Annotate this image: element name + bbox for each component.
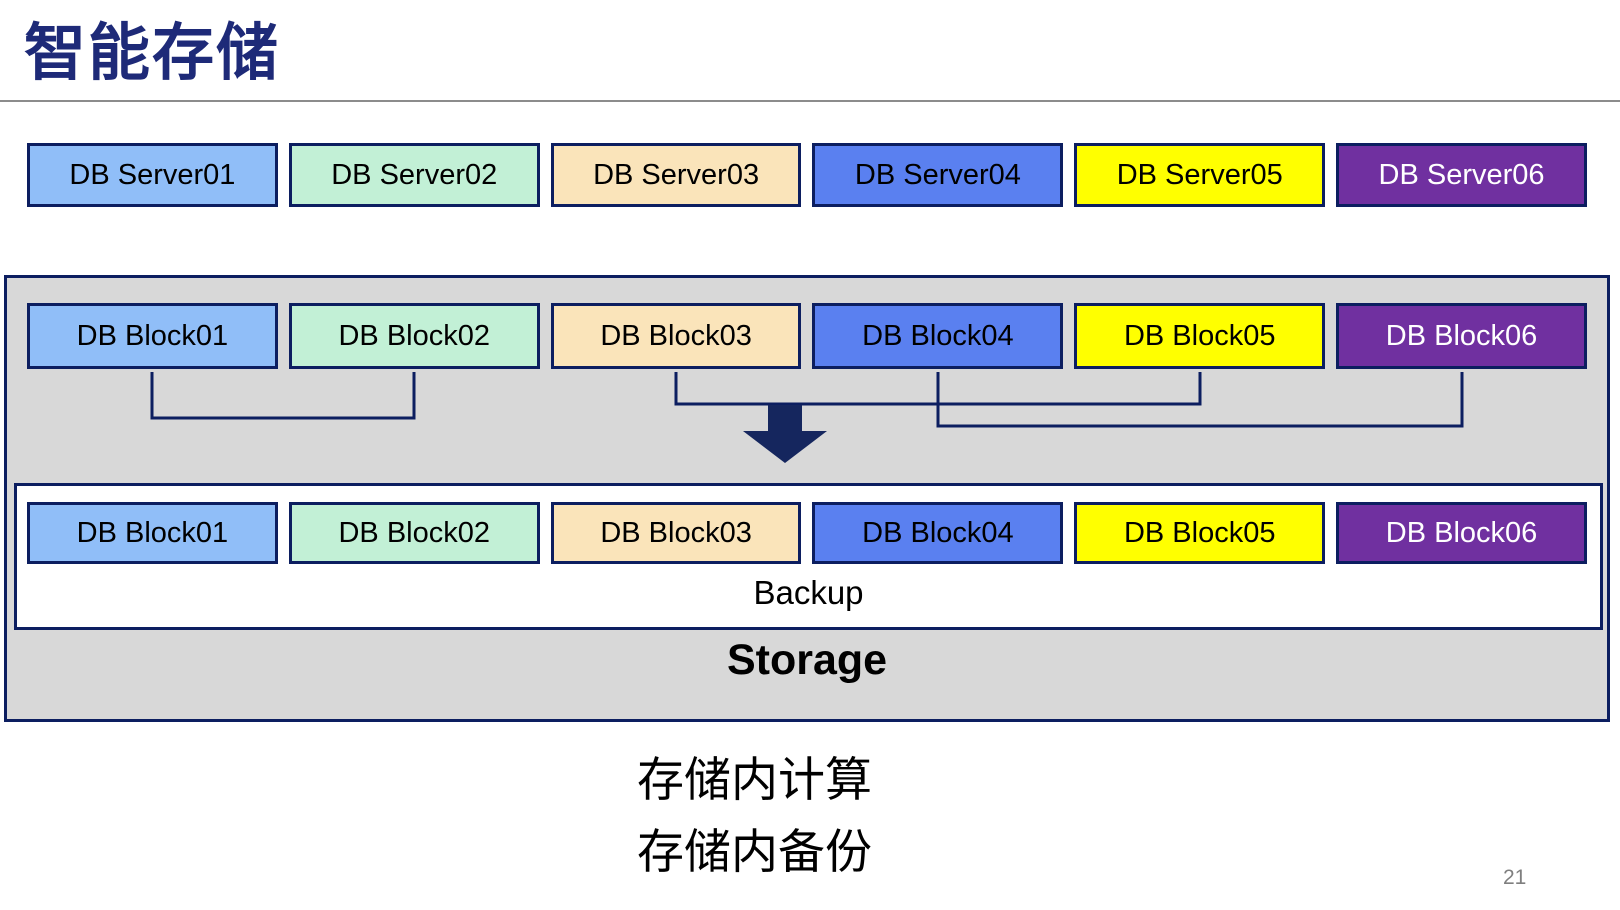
db-block-top-01: DB Block01 xyxy=(27,303,278,369)
footer-note-line-2: 存储内备份 xyxy=(637,825,872,878)
page-title: 智能存储 xyxy=(24,19,281,88)
db-block-bottom-06: DB Block06 xyxy=(1336,502,1587,564)
db-server-box-06: DB Server06 xyxy=(1336,143,1587,207)
db-block-bottom-02: DB Block02 xyxy=(288,502,540,564)
storage-label: Storage xyxy=(726,636,888,684)
db-server-box-01: DB Server01 xyxy=(27,143,278,207)
db-server-box-02: DB Server02 xyxy=(288,143,540,207)
down-arrow-icon xyxy=(743,405,827,463)
db-server-box-03: DB Server03 xyxy=(550,143,802,207)
page-number: 21 xyxy=(1503,866,1527,889)
block-connector-lines xyxy=(150,372,1464,428)
db-server-box-05: DB Server05 xyxy=(1074,143,1326,207)
db-block-top-04: DB Block04 xyxy=(812,303,1064,369)
db-block-row-bottom: DB Block01 DB Block02 DB Block03 DB Bloc… xyxy=(27,502,1587,564)
db-block-top-02: DB Block02 xyxy=(288,303,540,369)
db-block-bottom-04: DB Block04 xyxy=(812,502,1064,564)
title-divider xyxy=(0,100,1620,102)
storage-panel: DB Block01 DB Block02 DB Block03 DB Bloc… xyxy=(4,275,1610,722)
db-block-top-05: DB Block05 xyxy=(1074,303,1326,369)
db-server-box-04: DB Server04 xyxy=(812,143,1064,207)
backup-panel: DB Block01 DB Block02 DB Block03 DB Bloc… xyxy=(14,483,1603,630)
db-block-top-06: DB Block06 xyxy=(1336,303,1587,369)
footer-note-line-1: 存储内计算 xyxy=(637,753,872,806)
db-block-bottom-03: DB Block03 xyxy=(550,502,802,564)
footer-notes: 存储内计算 存储内备份 xyxy=(637,744,872,888)
db-block-row-top: DB Block01 DB Block02 DB Block03 DB Bloc… xyxy=(27,303,1587,369)
backup-label: Backup xyxy=(753,574,864,611)
db-server-row: DB Server01 DB Server02 DB Server03 DB S… xyxy=(27,143,1587,207)
db-block-bottom-05: DB Block05 xyxy=(1074,502,1326,564)
db-block-bottom-01: DB Block01 xyxy=(27,502,278,564)
db-block-top-03: DB Block03 xyxy=(550,303,802,369)
